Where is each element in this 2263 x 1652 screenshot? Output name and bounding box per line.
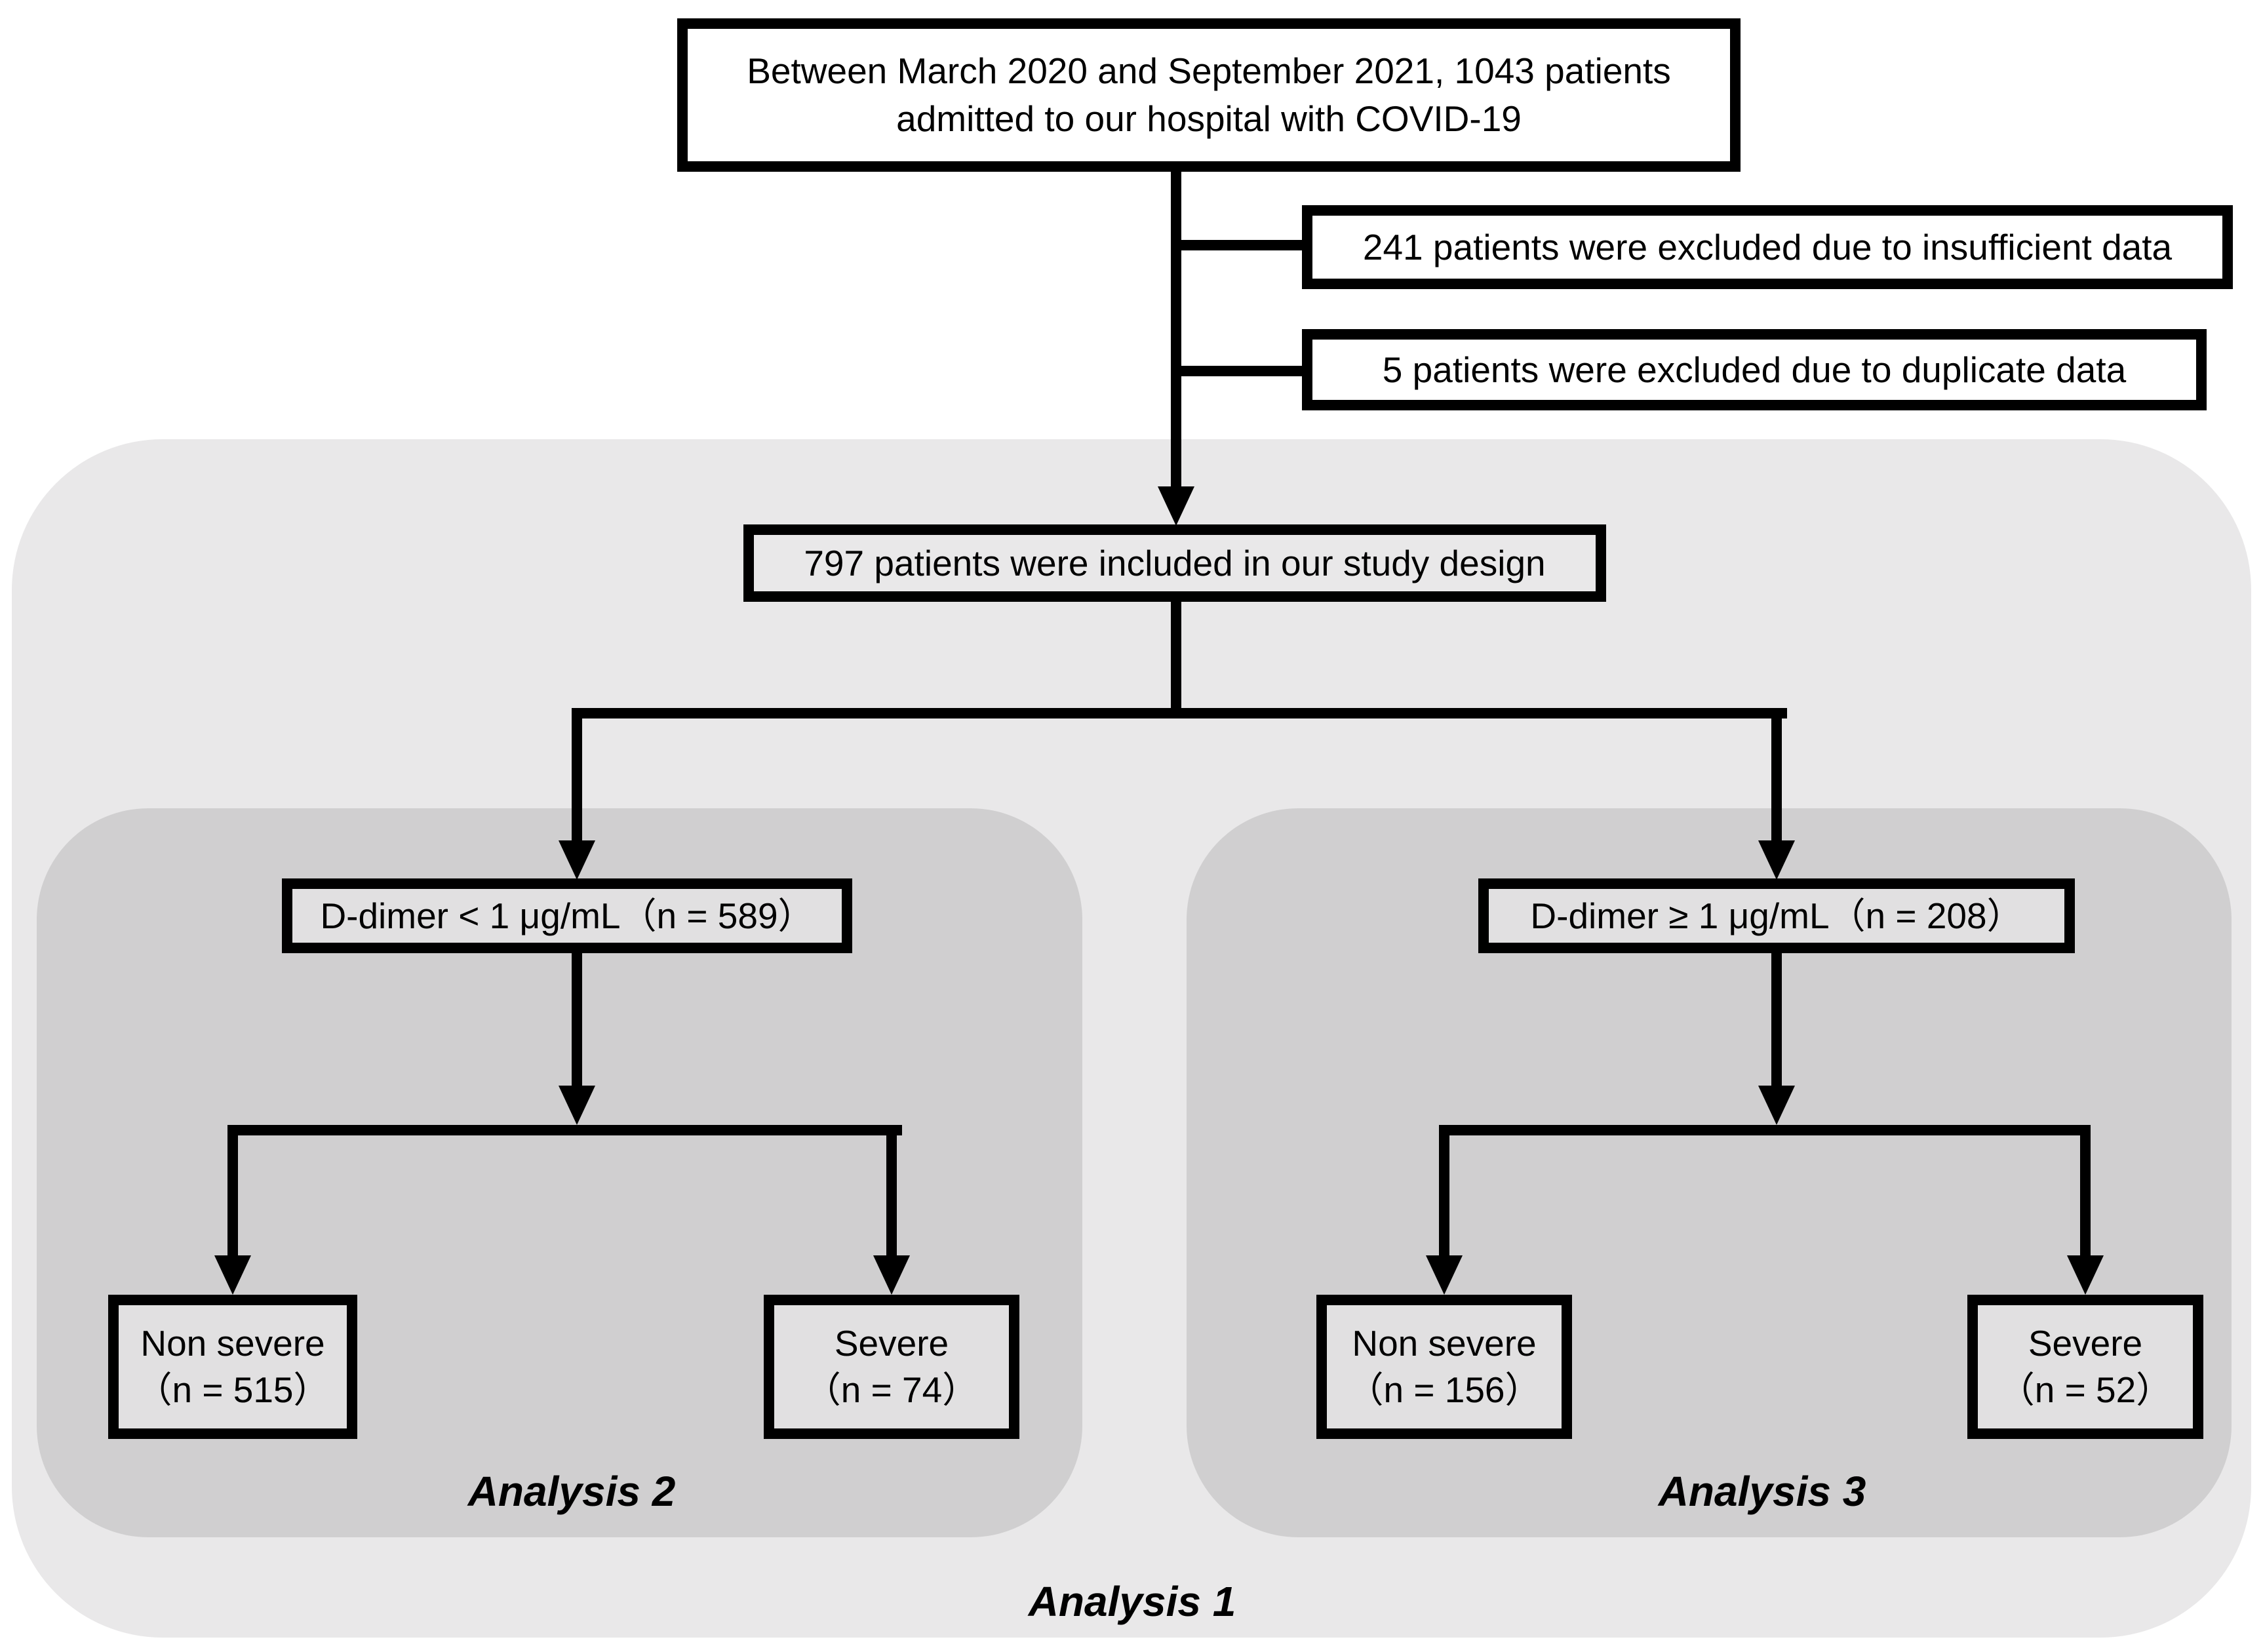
arrowhead-into-high-nonsevere <box>1426 1255 1463 1295</box>
analysis3-label: Analysis 3 <box>1658 1468 1866 1515</box>
connector-low-split <box>227 1125 902 1135</box>
low-severe-box: Severe （n = 74） <box>764 1295 1019 1439</box>
low-nonsevere-box: Non severe （n = 515） <box>108 1295 357 1439</box>
connector-enrollment-to-included <box>1171 172 1181 493</box>
connector-main-split <box>577 708 1787 718</box>
arrowhead-onto-high-split <box>1758 1086 1795 1125</box>
low-severe-line1: Severe <box>834 1322 949 1364</box>
connector-to-high-nonsevere <box>1439 1125 1449 1259</box>
connector-to-low-nonsevere <box>227 1125 238 1259</box>
excluded-duplicate-text: 5 patients were excluded due to duplicat… <box>1382 349 2127 390</box>
connector-included-to-split <box>1171 602 1181 713</box>
low-nonsevere-line2: （n = 515） <box>136 1369 330 1411</box>
connector-split-to-ddimer-low <box>572 708 582 847</box>
connector-ddimer-low-down <box>572 953 582 1090</box>
low-nonsevere-line1: Non severe <box>140 1322 325 1364</box>
included-box: 797 patients were included in our study … <box>743 524 1606 602</box>
connector-split-to-ddimer-high <box>1771 708 1782 847</box>
low-severe-line2: （n = 74） <box>804 1369 979 1411</box>
arrowhead-into-ddimer-low-box <box>559 840 595 880</box>
high-nonsevere-line1: Non severe <box>1352 1322 1537 1364</box>
connector-ddimer-high-down <box>1771 953 1782 1090</box>
ddimer-high-text: D-dimer ≥ 1 μg/mL（n = 208） <box>1530 895 2023 936</box>
connector-to-high-severe <box>2080 1125 2091 1259</box>
connector-excluded-duplicate <box>1171 366 1303 376</box>
connector-to-low-severe <box>886 1125 897 1259</box>
arrowhead-into-ddimer-high-box <box>1758 840 1795 880</box>
analysis2-label: Analysis 2 <box>467 1468 676 1515</box>
enrollment-line2: admitted to our hospital with COVID-19 <box>896 98 1522 140</box>
connector-excluded-insufficient <box>1171 240 1303 250</box>
ddimer-low-text: D-dimer < 1 μg/mL（n = 589） <box>320 895 814 936</box>
enrollment-box: Between March 2020 and September 2021, 1… <box>677 18 1741 172</box>
high-severe-box: Severe （n = 52） <box>1967 1295 2203 1439</box>
analysis1-label: Analysis 1 <box>1028 1578 1236 1625</box>
excluded-duplicate-box: 5 patients were excluded due to duplicat… <box>1302 329 2207 410</box>
arrowhead-into-high-severe <box>2067 1255 2104 1295</box>
high-severe-line2: （n = 52） <box>1998 1369 2173 1411</box>
arrowhead-onto-low-split <box>559 1086 595 1125</box>
connector-high-split <box>1439 1125 2091 1135</box>
excluded-insufficient-box: 241 patients were excluded due to insuff… <box>1302 205 2233 289</box>
ddimer-low-box: D-dimer < 1 μg/mL（n = 589） <box>282 878 852 953</box>
arrowhead-into-included-box <box>1158 486 1194 526</box>
ddimer-high-box: D-dimer ≥ 1 μg/mL（n = 208） <box>1478 878 2075 953</box>
excluded-insufficient-text: 241 patients were excluded due to insuff… <box>1362 226 2173 267</box>
included-text: 797 patients were included in our study … <box>804 542 1546 583</box>
high-nonsevere-box: Non severe （n = 156） <box>1316 1295 1572 1439</box>
high-severe-line1: Severe <box>2028 1322 2143 1364</box>
enrollment-line1: Between March 2020 and September 2021, 1… <box>747 50 1671 91</box>
arrowhead-into-low-severe <box>873 1255 910 1295</box>
high-nonsevere-line2: （n = 156） <box>1347 1369 1541 1411</box>
arrowhead-into-low-nonsevere <box>214 1255 251 1295</box>
